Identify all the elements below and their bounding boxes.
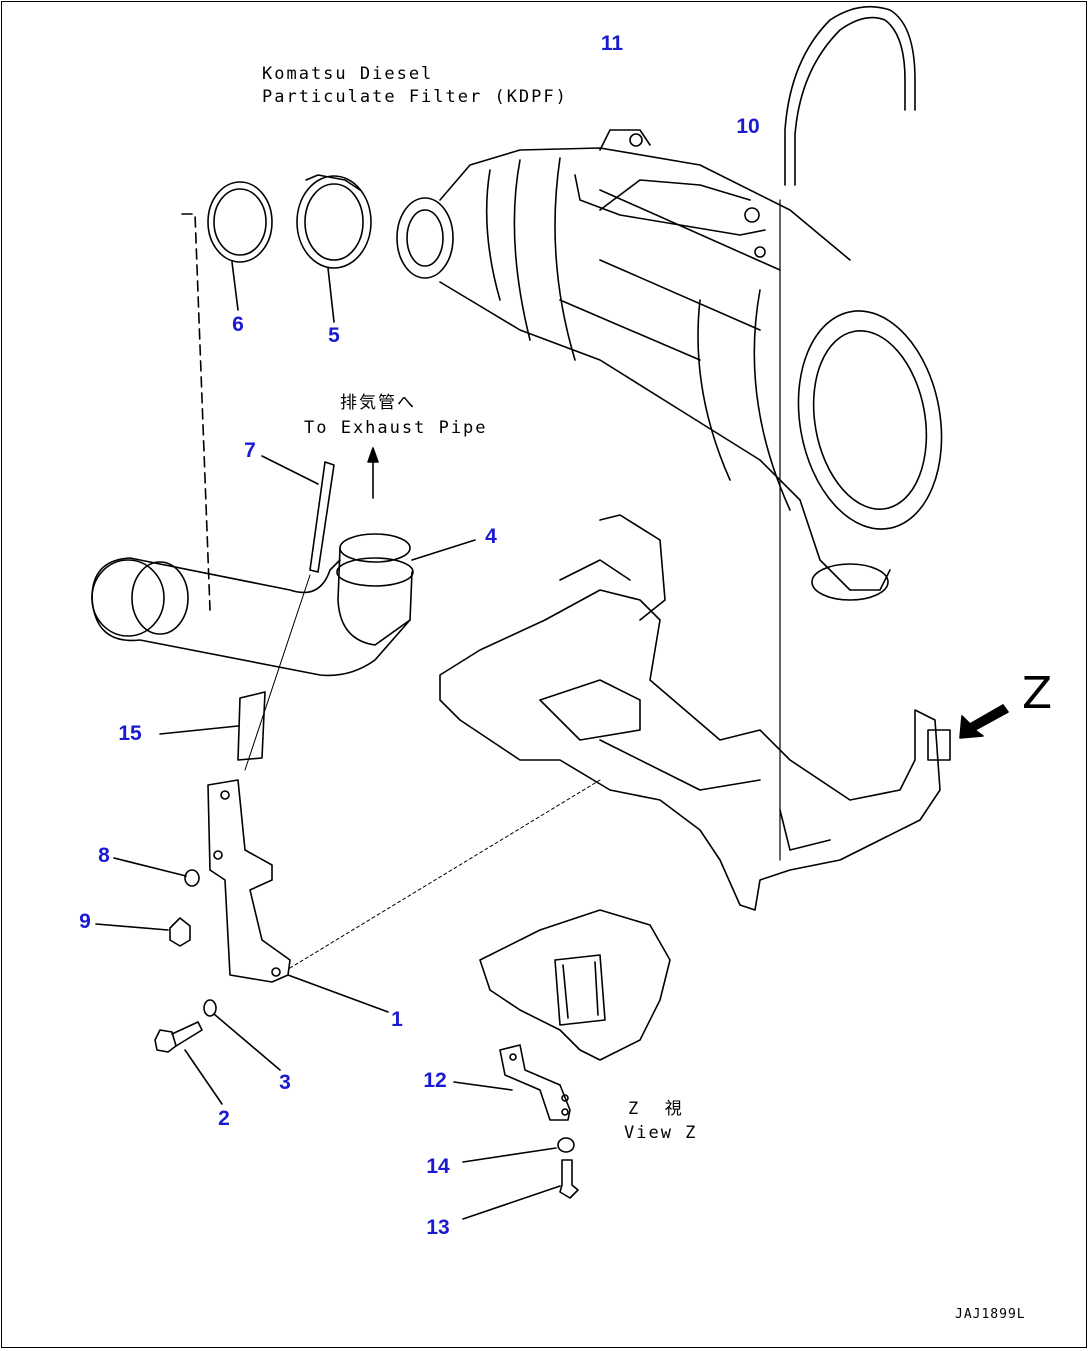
part-callout-7: 7: [244, 439, 256, 462]
view-z-jp: Z 視: [628, 1099, 684, 1119]
part-callout-5: 5: [328, 324, 340, 347]
part-callout-15: 15: [118, 722, 142, 745]
part-callout-12: 12: [423, 1069, 447, 1092]
machine-frame: [439, 514, 1009, 911]
part-callout-13: 13: [426, 1216, 450, 1239]
drawing-code: JAJ1899L: [955, 1307, 1026, 1322]
kdpf-title-line2: Particulate Filter (KDPF): [262, 87, 568, 107]
kdpf-title-line1: Komatsu Diesel: [262, 64, 434, 84]
part-callout-6: 6: [232, 313, 244, 336]
elbow-pipe: [91, 533, 476, 677]
part-callout-4: 4: [485, 525, 497, 548]
part-callout-14: 14: [426, 1155, 450, 1178]
clamp-part: [296, 174, 372, 323]
view-z-frame: [453, 909, 671, 1220]
sensor-wire: [784, 5, 916, 186]
part-callout-8: 8: [98, 844, 110, 867]
view-z-letter: Z: [1022, 668, 1053, 719]
part-callout-3: 3: [279, 1071, 291, 1094]
part-callout-9: 9: [79, 910, 91, 933]
part-callout-10: 10: [736, 115, 760, 138]
bolt-part: [154, 999, 281, 1105]
exhaust-note-jp: 排気管へ: [340, 393, 416, 413]
kdpf-filter: [396, 129, 943, 601]
exhaust-note-en: To Exhaust Pipe: [304, 418, 488, 438]
part-callout-11: 11: [600, 32, 624, 55]
part-callout-1: 1: [391, 1008, 403, 1031]
bracket-part: [207, 779, 601, 1013]
gasket-part: [207, 181, 273, 311]
part-callout-2: 2: [218, 1107, 230, 1130]
pad-part: [237, 691, 266, 761]
tube-part: [244, 455, 335, 771]
view-z-en: View Z: [624, 1123, 698, 1143]
